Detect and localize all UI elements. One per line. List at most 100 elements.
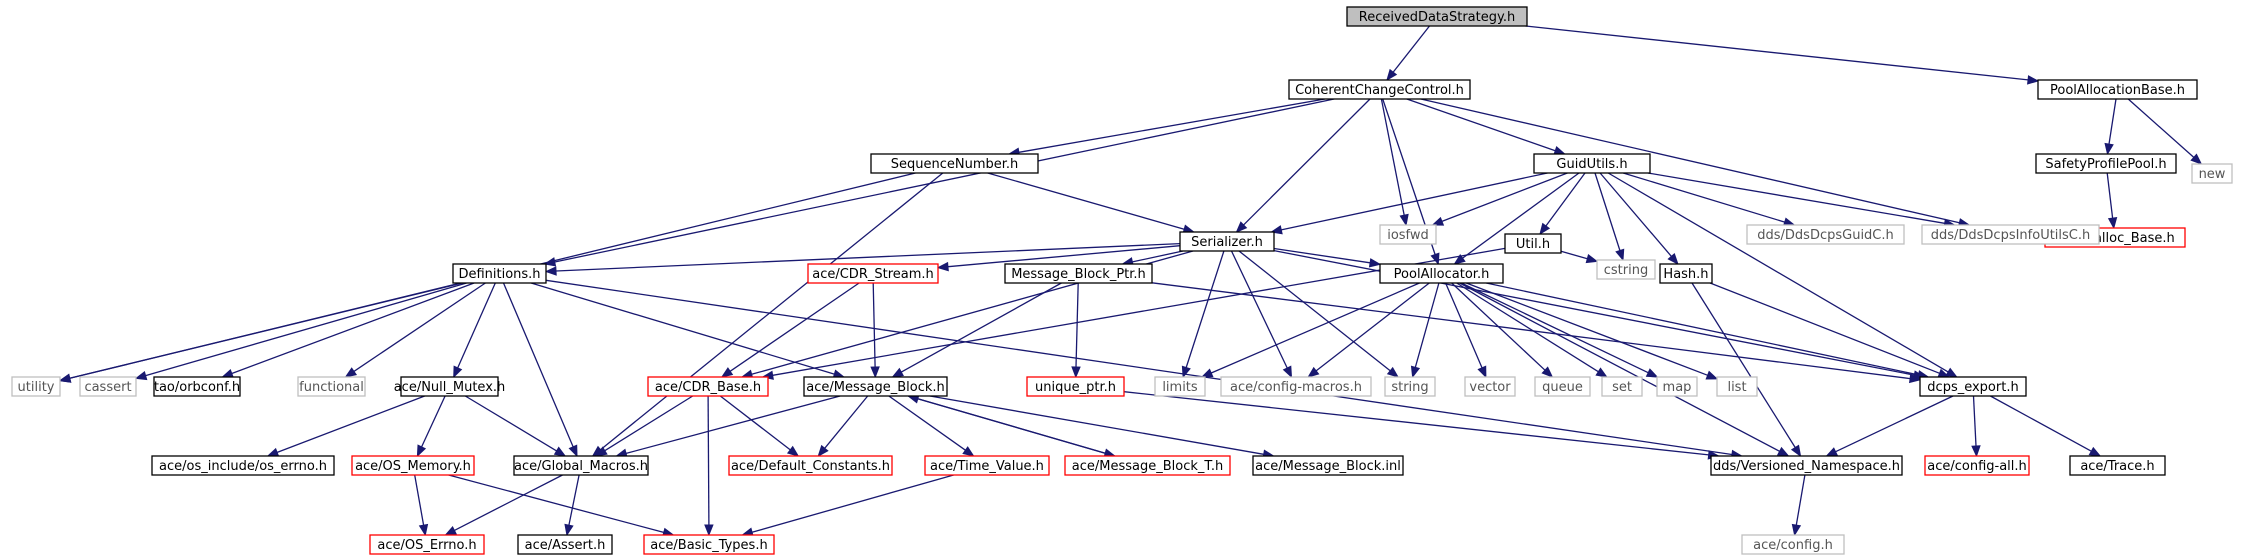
edge-arrowhead	[564, 523, 574, 537]
node-orbconf[interactable]: tao/orbconf.h	[153, 376, 241, 397]
edge-line	[555, 242, 1181, 272]
edge-line	[1623, 172, 1785, 223]
node-oserrno[interactable]: ace/OS_Errno.h	[369, 534, 485, 555]
node-label: limits	[1162, 380, 1198, 395]
node-sp[interactable]: SafetyProfilePool.h	[2035, 153, 2177, 174]
node-label: SequenceNumber.h	[891, 157, 1019, 172]
node-pa[interactable]: PoolAllocator.h	[1379, 263, 1504, 284]
node-label: ace/Basic_Types.h	[650, 538, 767, 553]
edge-line	[987, 172, 1185, 230]
node-box	[1746, 224, 1905, 245]
node-label: ace/OS_Errno.h	[377, 538, 476, 553]
node-box	[647, 376, 769, 397]
node-box	[513, 455, 649, 476]
dependency-edge	[1273, 247, 1382, 268]
node-label: PoolAllocationBase.h	[2050, 83, 2185, 98]
node-uptr[interactable]: unique_ptr.h	[1026, 376, 1125, 397]
edge-arrowhead	[1539, 222, 1551, 236]
node-label: ReceivedDataStrategy.h	[1359, 10, 1515, 25]
node-assert[interactable]: ace/Assert.h	[517, 534, 613, 555]
node-box	[643, 534, 775, 555]
node-label: PoolAllocator.h	[1394, 267, 1490, 282]
node-mbinl[interactable]: ace/Message_Block.inl	[1252, 455, 1404, 476]
edge-line	[1075, 282, 1079, 368]
node-dcpse[interactable]: dcps_export.h	[1919, 376, 2027, 397]
edge-arrowhead	[720, 367, 734, 378]
node-mb[interactable]: ace/Message_Block.h	[803, 376, 948, 397]
node-pab[interactable]: PoolAllocationBase.h	[2037, 79, 2198, 100]
edge-line	[1392, 25, 1431, 73]
edge-line	[2108, 98, 2117, 145]
dependency-edge	[1386, 25, 1431, 82]
node-box	[1504, 233, 1562, 254]
node-vns[interactable]: dds/Versioned_Namespace.h	[1710, 455, 1903, 476]
edge-arrowhead	[870, 366, 880, 379]
node-basict[interactable]: ace/Basic_Types.h	[643, 534, 775, 555]
edge-arrowhead	[2027, 75, 2040, 85]
dependency-edge	[1235, 98, 1371, 233]
node-label: ace/config-macros.h	[1230, 380, 1362, 395]
edge-arrowhead	[1477, 365, 1487, 379]
node-label: Hash.h	[1663, 267, 1708, 282]
node-cfgall[interactable]: ace/config-all.h	[1924, 455, 2030, 476]
edge-line	[1486, 282, 1919, 376]
node-set: set	[1601, 376, 1643, 397]
node-cdrb[interactable]: ace/CDR_Base.h	[647, 376, 769, 397]
node-box	[1004, 263, 1153, 284]
dependency-edge	[1990, 395, 2102, 457]
node-cdrs[interactable]: ace/CDR_Stream.h	[807, 263, 939, 284]
node-ser[interactable]: Serializer.h	[1179, 231, 1275, 252]
node-defs[interactable]: Definitions.h	[452, 263, 547, 284]
edge-arrowhead	[891, 367, 904, 378]
node-label: ace/CDR_Stream.h	[812, 267, 934, 282]
node-label: ace/Time_Value.h	[930, 459, 1044, 474]
edge-line	[502, 282, 574, 448]
edge-arrowhead	[817, 444, 829, 458]
node-label: set	[1612, 380, 1632, 395]
node-gm[interactable]: ace/Global_Macros.h	[513, 455, 649, 476]
node-mbt[interactable]: ace/Message_Block_T.h	[1064, 455, 1231, 476]
node-label: dds/DdsDcpsInfoUtilsC.h	[1931, 228, 2091, 243]
node-defc[interactable]: ace/Default_Constants.h	[728, 455, 893, 476]
node-mbp[interactable]: Message_Block_Ptr.h	[1004, 263, 1153, 284]
edge-line	[1456, 282, 1599, 373]
dependency-edge	[530, 282, 846, 379]
edge-line	[1560, 250, 1588, 260]
node-label: tao/orbconf.h	[154, 380, 240, 395]
dependency-edge	[1607, 172, 1958, 378]
node-osmem[interactable]: ace/OS_Memory.h	[351, 455, 475, 476]
node-box	[153, 376, 241, 397]
edge-line	[414, 474, 425, 526]
node-trace[interactable]: ace/Trace.h	[2069, 455, 2166, 476]
edge-line	[448, 474, 664, 534]
edge-line	[947, 245, 1181, 268]
dependency-edge	[1456, 282, 1608, 378]
node-util[interactable]: Util.h	[1504, 233, 1562, 254]
edge-line	[1795, 474, 1806, 526]
node-oserrno_inc[interactable]: ace/os_include/os_errno.h	[151, 455, 335, 476]
node-box	[1464, 376, 1516, 397]
node-label: CoherentChangeControl.h	[1295, 83, 1464, 98]
node-box	[2035, 153, 2177, 174]
edge-arrowhead	[266, 447, 280, 457]
node-tv[interactable]: ace/Time_Value.h	[924, 455, 1050, 476]
dependency-edge	[1181, 250, 1225, 379]
edge-line	[1525, 25, 2029, 81]
node-box	[803, 376, 948, 397]
dependency-edge	[987, 172, 1196, 234]
dependency-edge	[1071, 282, 1081, 379]
node-ccc[interactable]: CoherentChangeControl.h	[1288, 79, 1471, 100]
edge-arrowhead	[1790, 444, 1802, 458]
node-seq[interactable]: SequenceNumber.h	[870, 153, 1039, 174]
node-cfgh: ace/config.h	[1741, 534, 1845, 555]
edge-arrowhead	[1945, 367, 1958, 378]
node-nullmutex[interactable]: ace/Null_Mutex.h	[394, 376, 506, 397]
edge-arrowhead	[962, 446, 975, 457]
edge-arrowhead	[1667, 252, 1679, 266]
edge-arrowhead	[344, 367, 358, 378]
dependency-edge	[1691, 282, 1802, 458]
edge-line	[824, 395, 869, 449]
edge-arrowhead	[1368, 258, 1382, 268]
node-hash[interactable]: Hash.h	[1659, 263, 1713, 284]
node-guid[interactable]: GuidUtils.h	[1533, 153, 1651, 174]
